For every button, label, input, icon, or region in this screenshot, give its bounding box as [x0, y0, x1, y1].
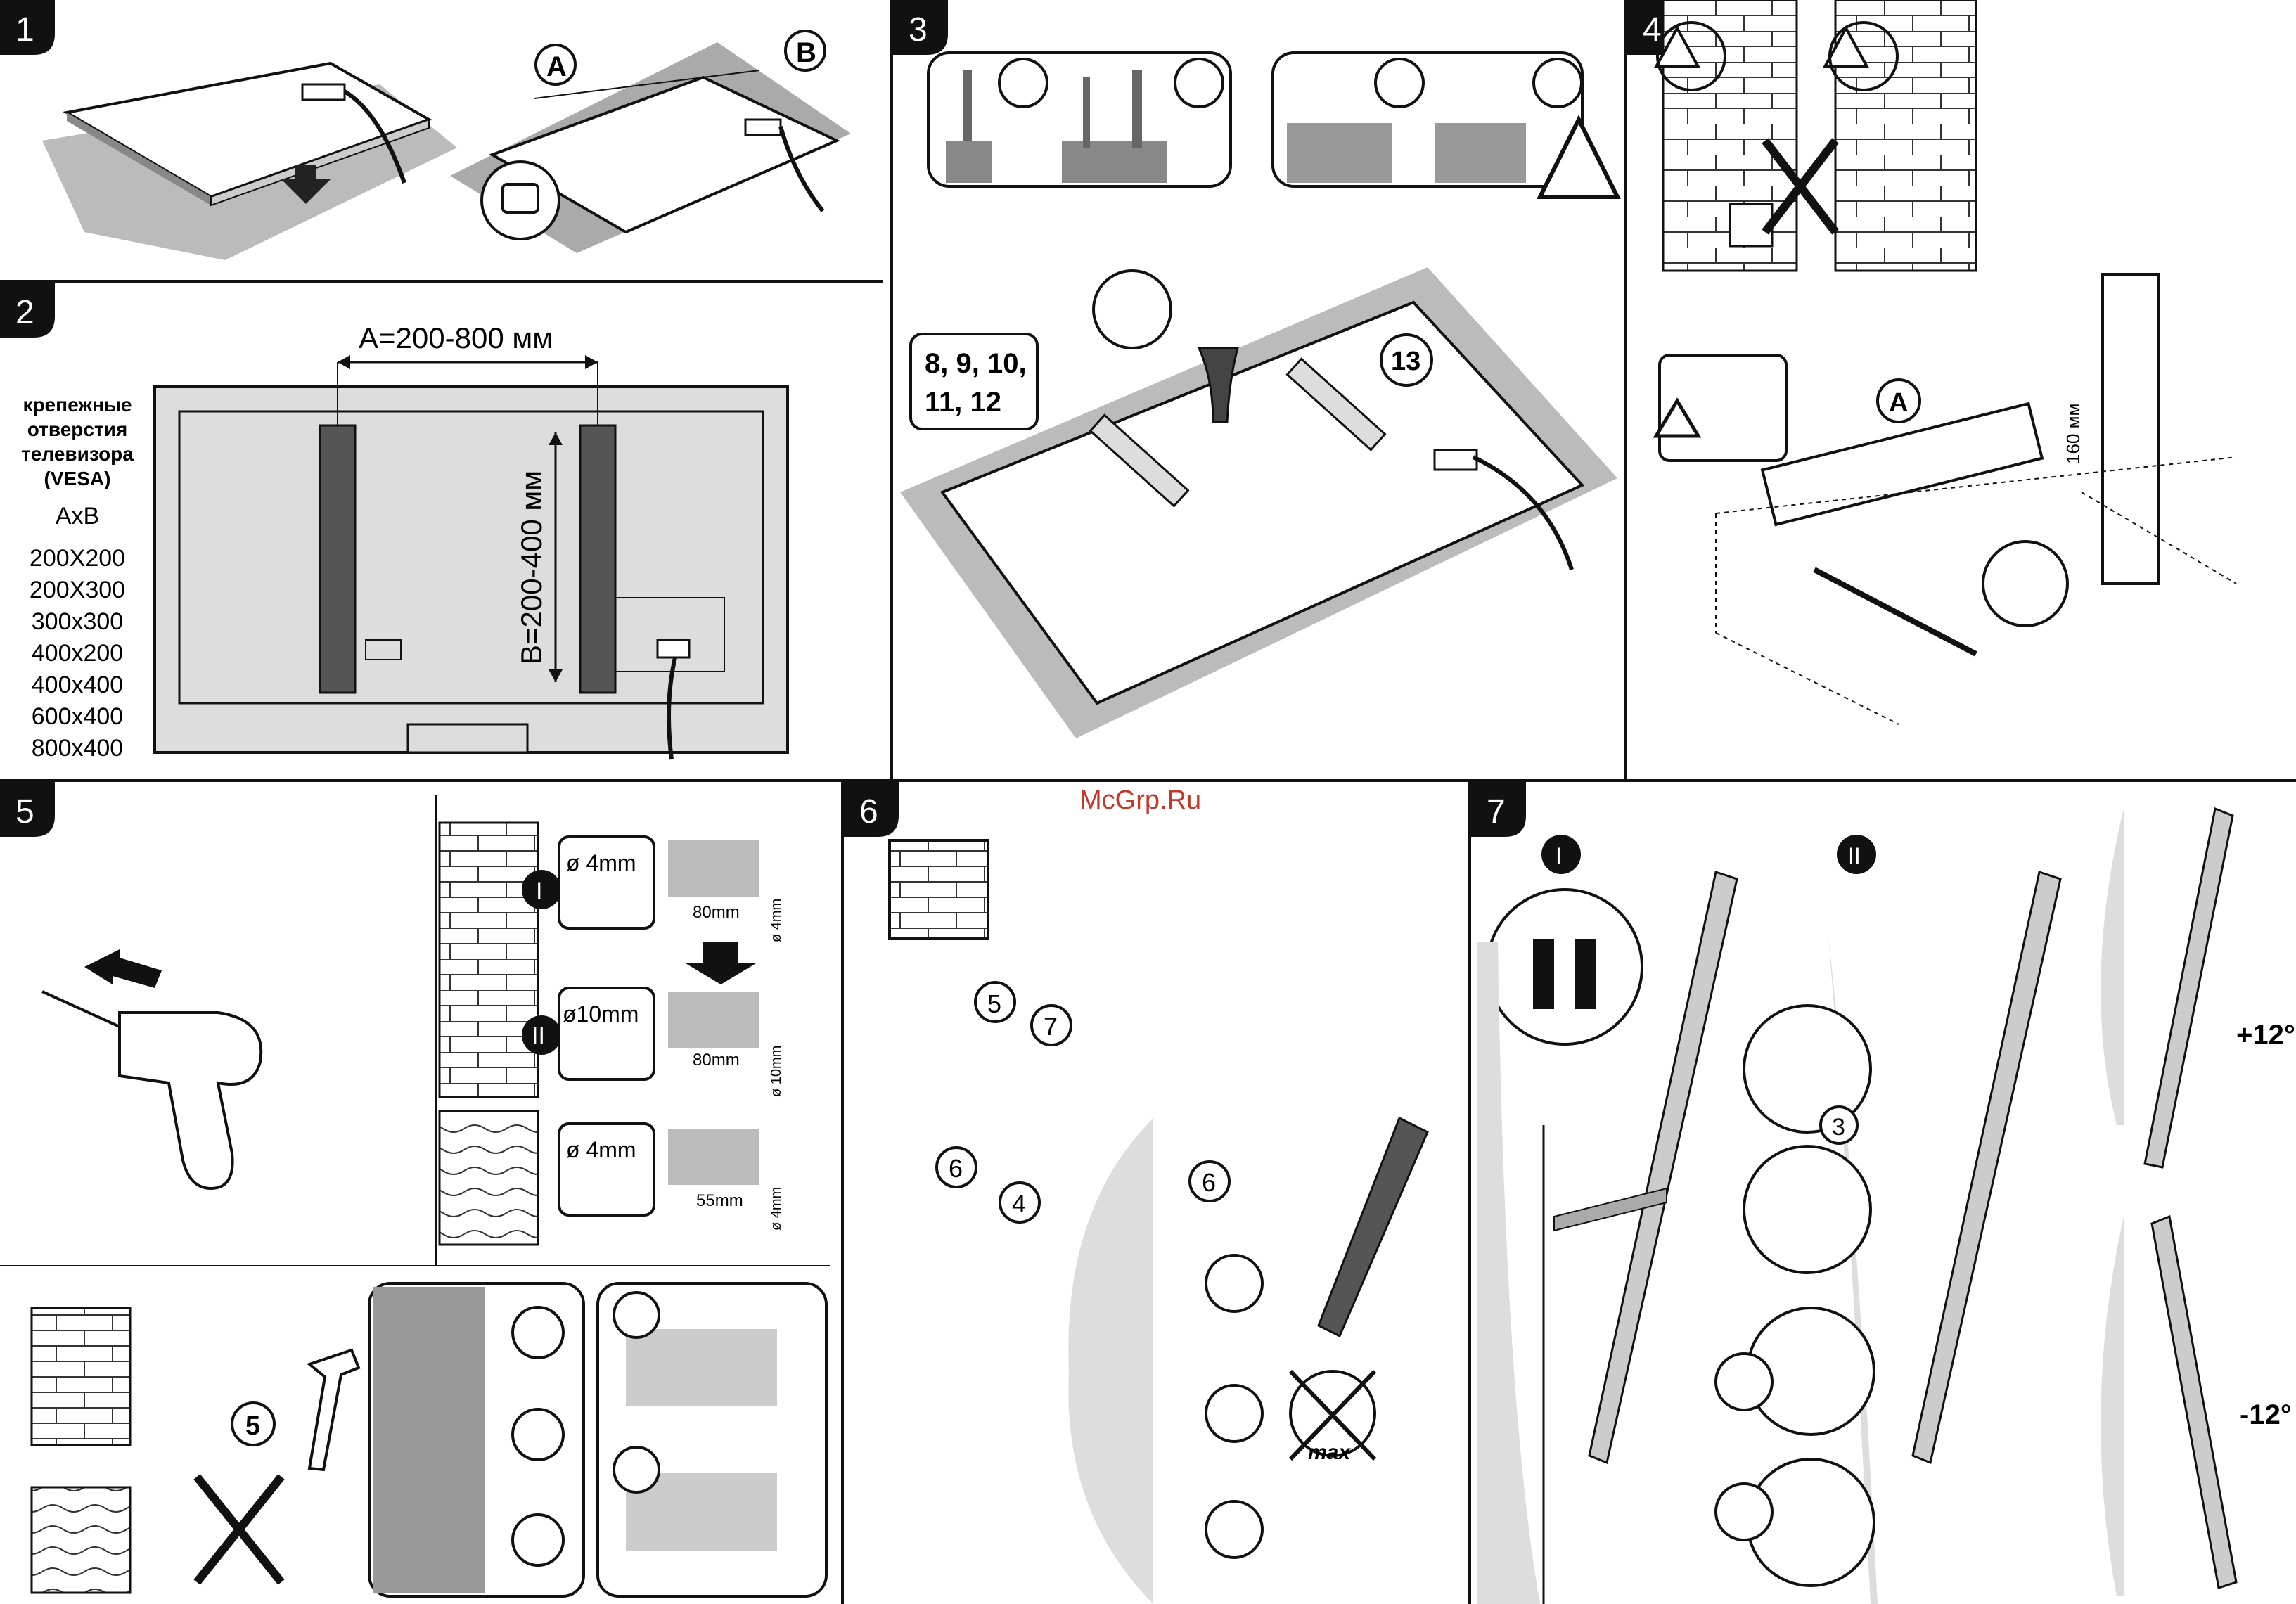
bracket-left — [320, 425, 355, 693]
panel-1: A B — [42, 31, 851, 260]
sad-face-icon — [614, 1292, 659, 1337]
step-i-label: I — [536, 878, 542, 904]
panel-3-number: 3 — [909, 11, 928, 49]
vesa-size: 200X200 — [30, 545, 125, 572]
prohibited-cross-icon — [197, 1477, 281, 1582]
brick-sample — [440, 823, 538, 1097]
callout-13-text: 13 — [1391, 347, 1420, 376]
tv-side-tilt-up — [2145, 809, 2233, 1167]
drill-size-2: ø10mm — [563, 1001, 639, 1027]
watermark: McGrp.Ru — [1079, 785, 1201, 815]
tv-side-tilt-down — [2152, 1217, 2236, 1588]
callout-3-text: 3 — [1832, 1114, 1845, 1141]
depth-1: 80mm — [693, 903, 740, 922]
vesa-size: 400x400 — [32, 672, 123, 698]
detail-circle-2 — [1744, 1146, 1871, 1273]
mark-detail-icon — [1983, 541, 2067, 626]
happy-face-icon — [1375, 59, 1423, 107]
vesa-size: 200X300 — [30, 577, 125, 603]
panel-5: I II ø 4mm ø10mm ø 4mm 80mm 80mm 55mm ø … — [32, 823, 826, 1596]
label-a-1: A — [546, 51, 567, 82]
tilt-down-label: -12° — [2240, 1399, 2292, 1430]
sad-face-icon — [513, 1409, 563, 1460]
sad-face-icon — [513, 1515, 563, 1565]
panel-7-number: 7 — [1487, 793, 1506, 830]
happy-face-icon — [1206, 1255, 1262, 1311]
panel-6: McGrp.Ru 5 7 6 4 6 max — [890, 785, 1428, 1604]
wood-sample-2 — [32, 1487, 130, 1593]
bracket-right — [580, 425, 615, 693]
step-ii-label-7: II — [1848, 843, 1861, 868]
brick-wall-2 — [1835, 0, 1976, 271]
happy-face-icon — [513, 1307, 563, 1358]
wood-sample — [440, 1111, 538, 1245]
callout-5b-text: 5 — [987, 989, 1001, 1018]
screws-label-2: 11, 12 — [925, 387, 1001, 418]
vesa-size-list: 200X200 200X300 300x300 400x200 400x400 … — [30, 545, 125, 762]
vesa-axb: AxB — [56, 503, 99, 530]
label-b-1: B — [796, 37, 816, 68]
sad-face-icon — [1206, 1501, 1262, 1558]
brick-sample-2 — [32, 1308, 130, 1445]
brick-icon — [890, 840, 988, 939]
depth-3: 55mm — [696, 1191, 743, 1210]
spirit-level-vertical — [2103, 274, 2159, 584]
callout-7-text: 7 — [1044, 1012, 1058, 1041]
sad-face-icon — [1206, 1385, 1262, 1442]
diameter-3: ø 4mm — [769, 1187, 784, 1231]
panel-4: A 160 мм — [1656, 0, 2236, 724]
dimension-a: A=200-800 мм — [359, 321, 553, 354]
callout-6b-text: 6 — [1202, 1168, 1216, 1197]
vesa-title-1: крепежные — [23, 394, 132, 416]
panel-7: I II 3 +12° -12° — [1477, 809, 2295, 1604]
panel-1-number: 1 — [15, 11, 34, 49]
vesa-title-4: (VESA) — [44, 468, 111, 489]
pencil — [1814, 570, 1976, 654]
panel-2-number: 2 — [15, 294, 34, 331]
sad-face-icon — [1716, 1484, 1772, 1540]
vesa-title-3: телевизора — [21, 443, 134, 465]
drill-size-3: ø 4mm — [566, 1137, 636, 1162]
ratchet-wrench-icon — [1319, 1118, 1428, 1336]
left-arrow-icon — [84, 949, 162, 988]
depth-2: 80mm — [693, 1051, 740, 1070]
happy-face-icon — [1716, 1354, 1772, 1410]
screwdriver-detail-icon — [1094, 271, 1171, 348]
two-persons-icon — [1487, 890, 1642, 1044]
panel-3: 8, 9, 10, 11, 12 13 — [900, 53, 1617, 738]
tv-side-2 — [1913, 872, 2060, 1463]
diameter-2: ø 10mm — [769, 1046, 784, 1097]
vesa-size: 300x300 — [32, 608, 123, 635]
happy-face-icon — [999, 59, 1047, 107]
callout-4-text: 4 — [1012, 1189, 1026, 1218]
sad-face-icon — [1534, 59, 1582, 107]
vesa-size: 400x200 — [32, 640, 123, 667]
panel-6-number: 6 — [859, 793, 878, 830]
callout-5-text: 5 — [245, 1411, 260, 1441]
vesa-title-2: отверстия — [27, 418, 127, 440]
vesa-size: 600x400 — [32, 703, 123, 730]
step-i-label-7: I — [1556, 843, 1562, 868]
dimension-b: B=200-400 мм — [515, 470, 548, 665]
panel-4-number: 4 — [1643, 11, 1662, 49]
hammer-icon — [309, 1350, 359, 1470]
screws-label-1: 8, 9, 10, — [925, 348, 1027, 379]
step-ii-label: II — [532, 1022, 545, 1049]
sad-face-icon — [1175, 59, 1223, 107]
drill-icon — [120, 1013, 261, 1188]
tilt-up-label: +12° — [2236, 1020, 2295, 1051]
panel-5-number: 5 — [15, 793, 34, 830]
drill-size-1: ø 4mm — [566, 850, 636, 875]
down-arrow-icon — [686, 942, 756, 984]
max-label: max — [1308, 1441, 1351, 1464]
happy-face-icon — [614, 1447, 659, 1492]
dimension-160: 160 мм — [2063, 404, 2084, 464]
callout-6-text: 6 — [949, 1154, 963, 1183]
diameter-1: ø 4mm — [769, 899, 784, 942]
panel-2: A=200-800 мм B=200-400 мм крепежные отве… — [21, 321, 788, 762]
vesa-size: 800x400 — [32, 735, 123, 762]
label-a-4: A — [1889, 388, 1908, 418]
